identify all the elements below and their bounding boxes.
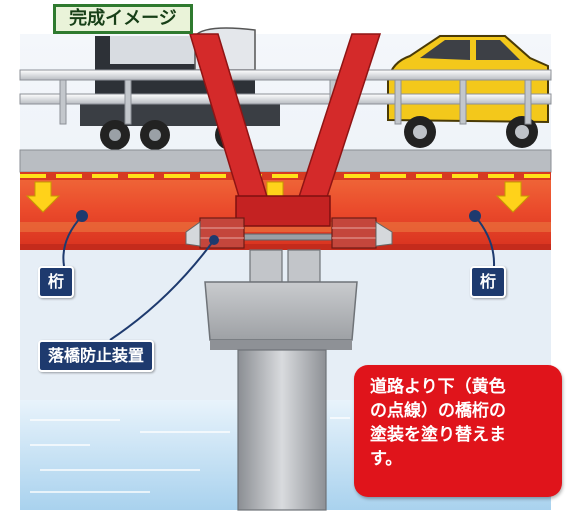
girder-label-left: 桁 bbox=[38, 266, 75, 298]
note-box: 道路より下（黄色 の点線）の橋桁の 塗装を塗り替えま す。 bbox=[354, 365, 562, 497]
fall-prevention-device bbox=[185, 217, 393, 249]
note-line: の点線）の橋桁の bbox=[370, 401, 506, 421]
note-line: す。 bbox=[370, 449, 403, 469]
water-ripples bbox=[30, 417, 350, 493]
pointer-dot bbox=[76, 210, 88, 222]
note-line: 道路より下（黄色 bbox=[370, 377, 506, 397]
pier bbox=[204, 281, 358, 511]
title-badge: 完成イメージ bbox=[53, 4, 193, 34]
arrow-down-icon bbox=[495, 181, 531, 213]
v-braces bbox=[188, 33, 382, 227]
fall-prevention-device-label: 落橋防止装置 bbox=[38, 340, 155, 372]
road-deck bbox=[19, 149, 552, 173]
pointer-dot bbox=[469, 210, 481, 222]
note-line: 塗装を塗り替えま bbox=[370, 425, 506, 445]
arrow-down-icon bbox=[25, 181, 61, 213]
bearings bbox=[249, 249, 321, 283]
girder-label-right: 桁 bbox=[470, 266, 507, 298]
